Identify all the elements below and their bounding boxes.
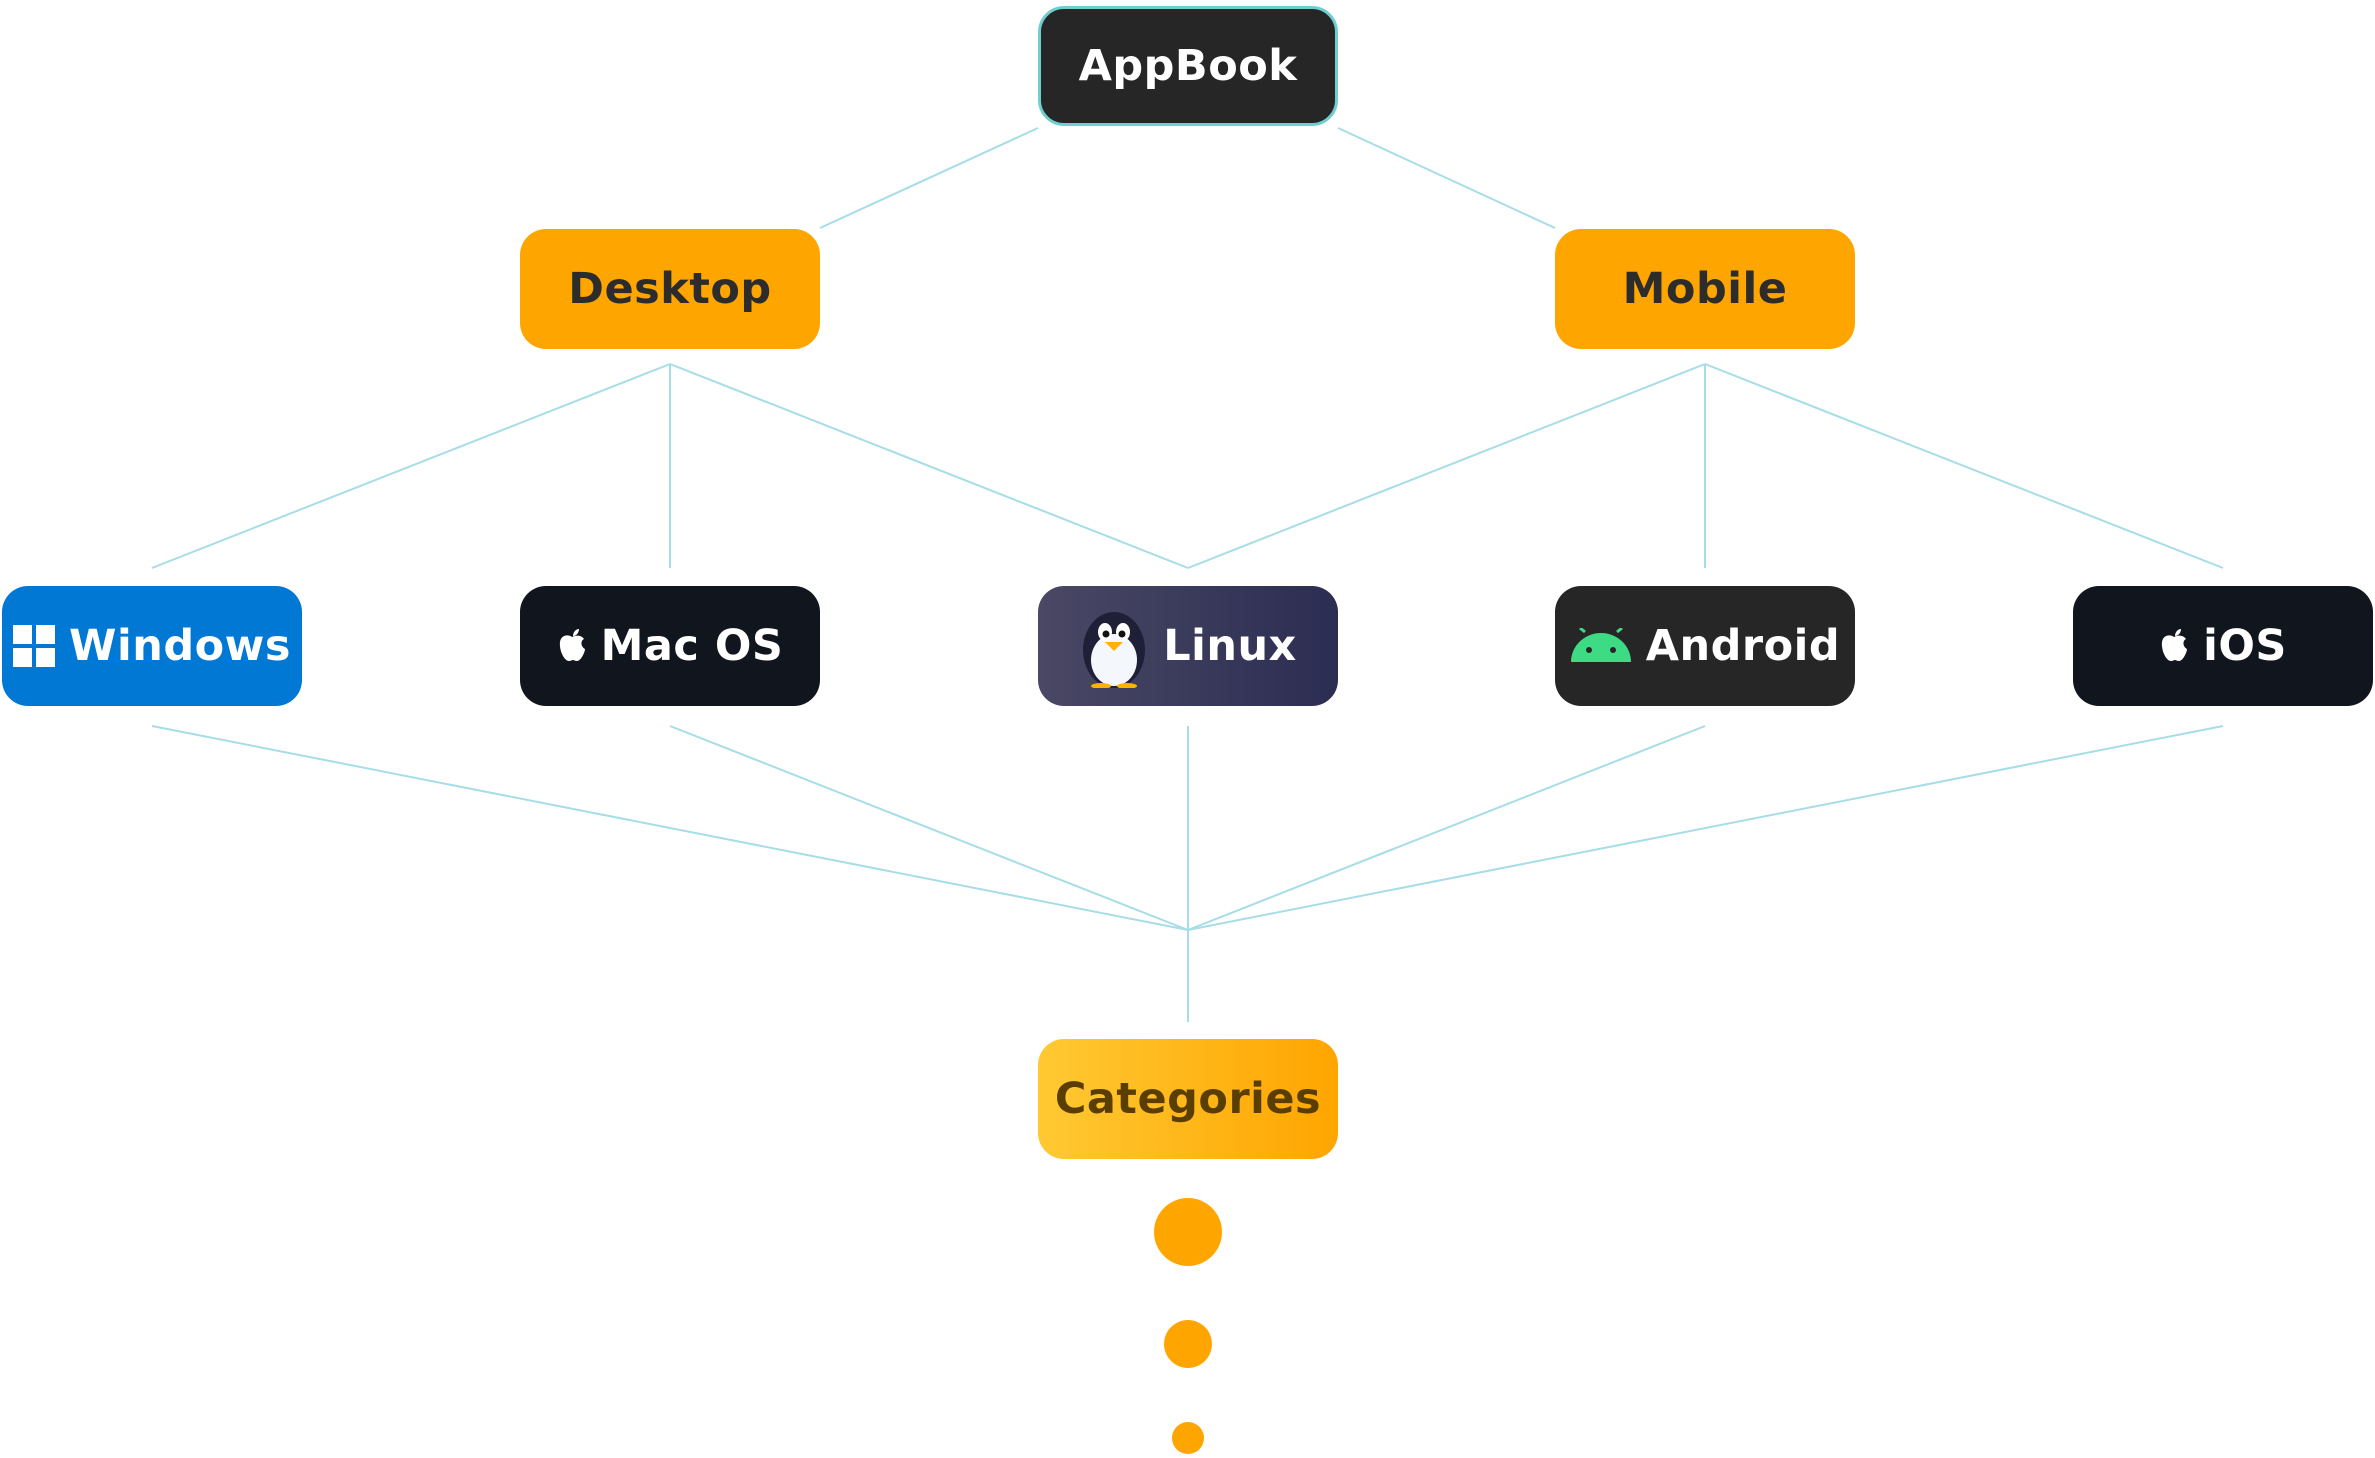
- categories-label: Categories: [1054, 1074, 1322, 1124]
- appbook-node: AppBook: [1038, 6, 1338, 126]
- connector-appbook-mobile: [1337, 127, 1556, 229]
- connector-mobile-linux: [1187, 363, 1706, 569]
- connector-android-categories: [1187, 725, 1706, 931]
- macos-node: Mac OS: [520, 586, 820, 706]
- connector-ios-categories: [1187, 725, 2224, 931]
- desktop-node: Desktop: [520, 229, 820, 349]
- penguin-icon: [1079, 604, 1149, 688]
- apple-logo-icon: [557, 628, 587, 664]
- windows-logo-icon: [13, 625, 56, 667]
- android-label: Android: [1645, 621, 1841, 671]
- connector-desktop-linux: [669, 363, 1189, 569]
- desktop-label: Desktop: [568, 264, 772, 314]
- connector-windows-categories: [151, 725, 1189, 931]
- windows-node: Windows: [2, 586, 302, 706]
- macos-label: Mac OS: [600, 621, 784, 671]
- apple-logo-icon: [2159, 628, 2189, 664]
- connector-desktop-windows: [151, 363, 671, 569]
- android-node: Android: [1555, 586, 1855, 706]
- appbook-label: AppBook: [1078, 41, 1298, 91]
- android-robot-icon: [1570, 628, 1632, 664]
- ios-label: iOS: [2203, 621, 2287, 671]
- categories-node: Categories: [1038, 1039, 1338, 1159]
- connector-appbook-desktop: [819, 127, 1039, 229]
- connector-macos-categories: [669, 725, 1189, 931]
- continuation-dot-medium: [1164, 1320, 1212, 1368]
- continuation-dot-large: [1154, 1198, 1222, 1266]
- mobile-node: Mobile: [1555, 229, 1855, 349]
- linux-node: Linux: [1038, 586, 1338, 706]
- windows-label: Windows: [69, 621, 291, 671]
- linux-label: Linux: [1163, 621, 1297, 671]
- connector-mobile-ios: [1704, 363, 2224, 569]
- ios-node: iOS: [2073, 586, 2373, 706]
- mobile-label: Mobile: [1622, 264, 1788, 314]
- continuation-dot-small: [1172, 1422, 1204, 1454]
